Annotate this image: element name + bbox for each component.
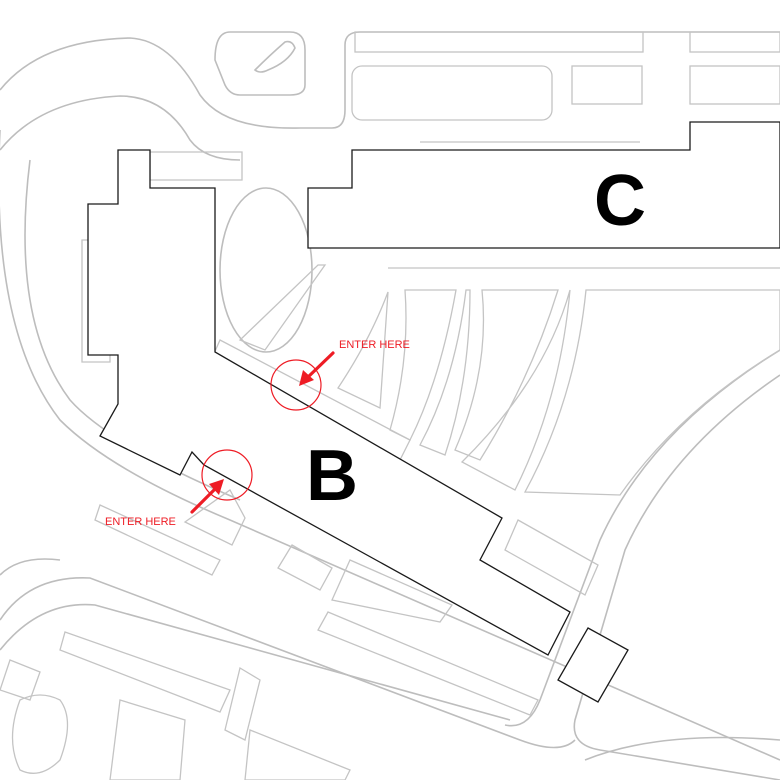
outbuilding[interactable] [557, 627, 629, 703]
entrance-circle [270, 359, 322, 411]
parking-fan-1 [337, 291, 389, 409]
parking-areas [0, 31, 780, 780]
parking-strip-top [149, 151, 243, 181]
parking-fan-2 [389, 289, 457, 441]
perimeter-road-outer [0, 31, 780, 129]
entrance-marker-north[interactable]: ENTER HERE [270, 339, 410, 411]
parking-fan-3 [419, 289, 471, 456]
entrance-marker-south[interactable]: ENTER HERE [105, 449, 253, 528]
parking-lot-north-4 [354, 31, 644, 53]
parking-lot-north-1 [351, 65, 553, 121]
parking-sw-5 [244, 729, 351, 780]
arrowhead-icon [299, 370, 314, 386]
parking-lot-north-5 [689, 31, 780, 53]
parking-fan-5 [460, 289, 571, 491]
entrance-arrow-icon [190, 486, 218, 514]
perimeter-road-west [0, 130, 780, 761]
entrance-label: ENTER HERE [339, 339, 410, 351]
parking-sw-1 [11, 694, 69, 774]
building-b[interactable]: B [87, 149, 571, 656]
arrowhead-icon [209, 479, 224, 495]
parking-fan-4 [454, 289, 559, 461]
southwest-road-edge [0, 558, 61, 576]
cul-de-sac [214, 31, 306, 96]
parking-sw-6 [0, 659, 41, 701]
oval-island [219, 187, 313, 353]
parking-sw-2 [59, 631, 231, 713]
east-curve-road-inner [573, 374, 780, 780]
building-c[interactable]: C [307, 121, 780, 249]
parking-island-4 [331, 559, 453, 623]
parking-lot-north-3 [689, 65, 780, 105]
entrance-label: ENTER HERE [105, 516, 176, 528]
parking-strip-b-northeast [238, 264, 327, 351]
parking-sw-3 [224, 666, 261, 741]
entrance-arrow-icon [305, 351, 335, 380]
parking-island-6 [504, 519, 599, 596]
entrance-circle [201, 449, 253, 501]
parking-lot-north-2 [571, 65, 643, 105]
parking-island-3 [277, 544, 333, 591]
parking-island-5 [317, 611, 539, 716]
parking-fan-6 [523, 289, 780, 496]
parking-island-2 [94, 504, 221, 576]
southwest-road [0, 577, 576, 749]
building-c-outline [307, 121, 780, 249]
parking-island-1 [183, 489, 246, 546]
parking-sw-4 [109, 699, 186, 780]
cul-de-sac-island [253, 40, 296, 73]
building-b-label: B [306, 436, 358, 516]
building-c-label: C [594, 161, 646, 241]
southwest-road-inner [0, 603, 511, 721]
southeast-road [584, 736, 780, 761]
